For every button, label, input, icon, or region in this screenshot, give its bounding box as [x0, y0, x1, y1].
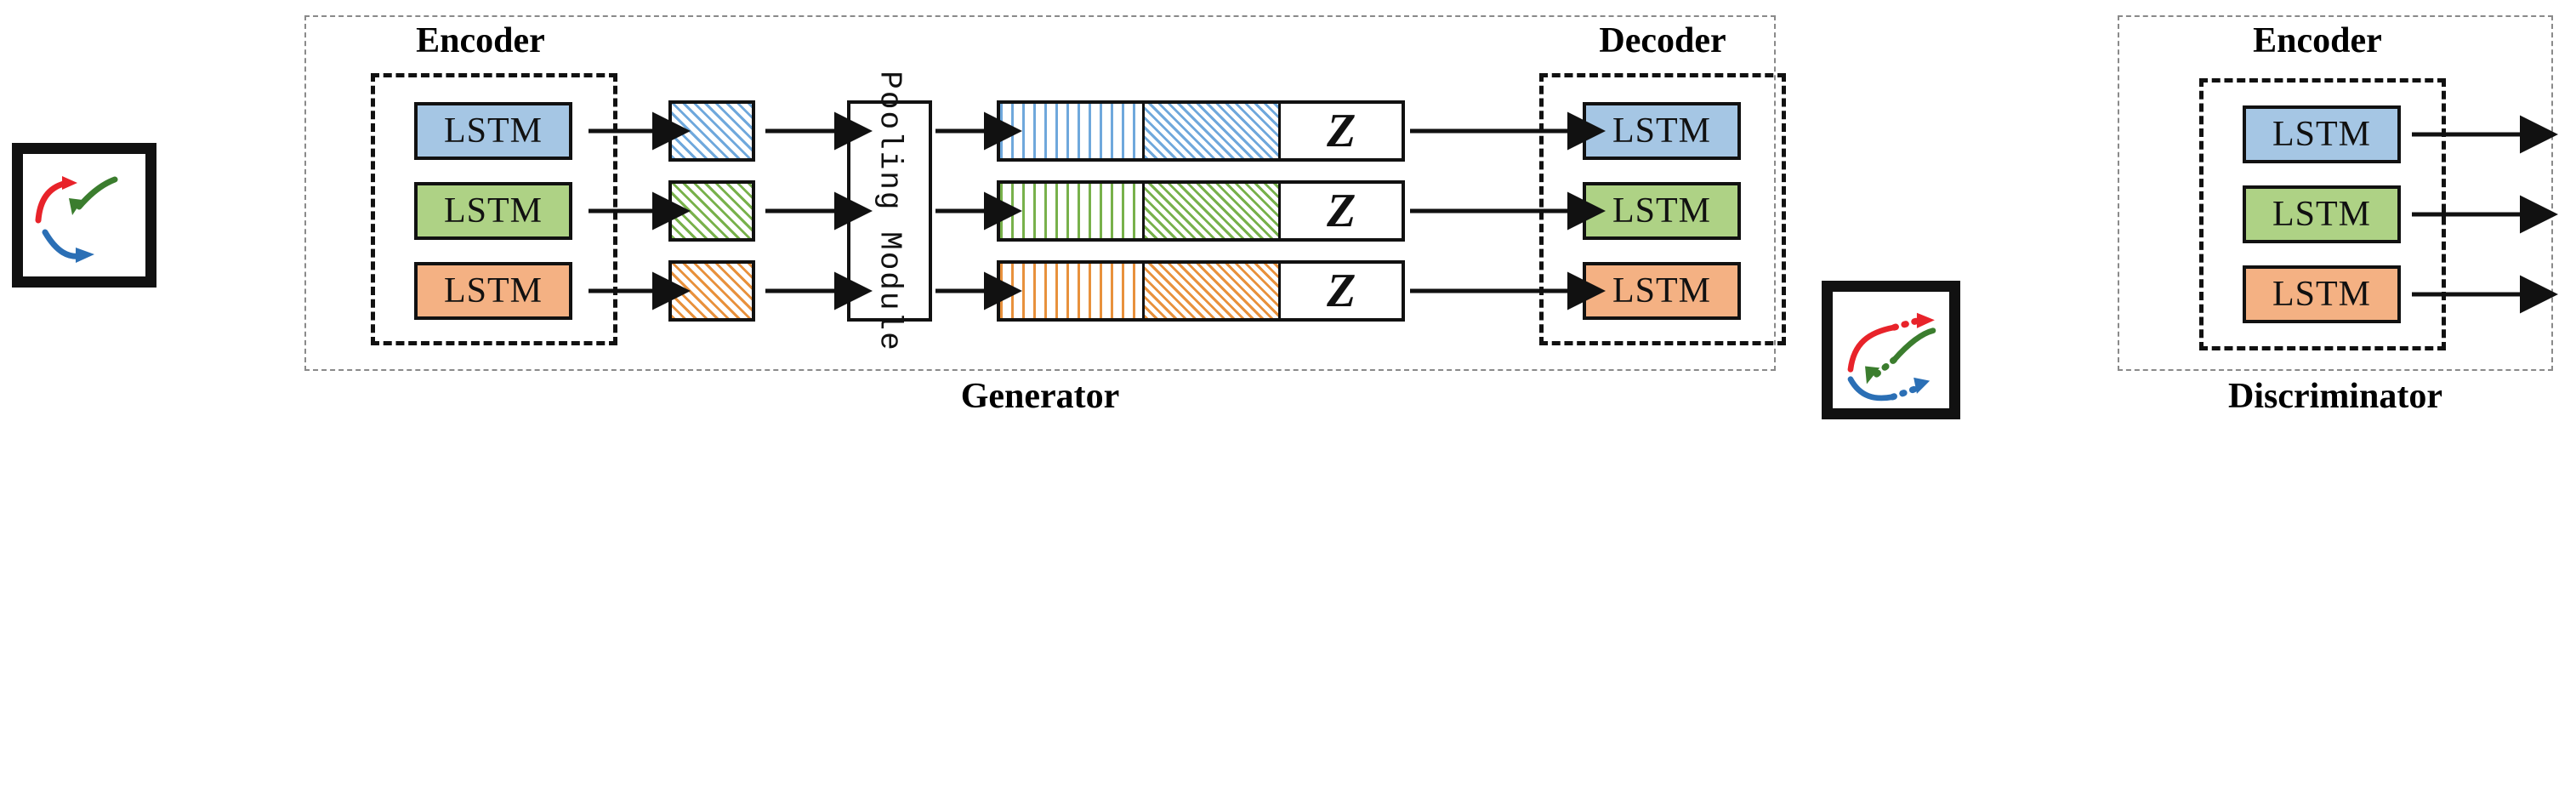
discriminator-encoder-label: Encoder — [2253, 21, 2382, 60]
lstm-label: LSTM — [2272, 275, 2371, 314]
latent-vlines-segment-blue — [1000, 104, 1145, 158]
green-predicted-arrowhead — [1865, 366, 1880, 384]
generator-panel — [304, 15, 1776, 371]
generator-decoder-lstm-green[interactable]: LSTM — [1583, 182, 1741, 240]
red-observed-path — [1847, 324, 1897, 373]
discriminator-lstm-green[interactable]: LSTM — [2243, 185, 2401, 243]
lstm-label: LSTM — [2272, 115, 2371, 154]
generator-decoder-lstm-orange[interactable]: LSTM — [1583, 262, 1741, 320]
generator-encoder-label: Encoder — [416, 21, 545, 60]
blue-predicted-path — [1889, 385, 1919, 401]
generator-decoder-lstm-blue[interactable]: LSTM — [1583, 102, 1741, 160]
pooling-module[interactable]: Pooling Module — [847, 71, 932, 351]
blue-track-arrowhead — [76, 248, 94, 263]
green-observed-path — [1891, 327, 1936, 363]
discriminator-lstm-orange[interactable]: LSTM — [2243, 265, 2401, 323]
latent-z-label: Z — [1327, 185, 1356, 237]
generator-embedding-green — [668, 180, 755, 242]
lstm-label: LSTM — [1612, 191, 1711, 231]
latent-z-cell-orange: Z — [1281, 264, 1402, 318]
latent-vlines-segment-orange — [1000, 264, 1145, 318]
pooling-module-label: Pooling Module — [872, 70, 907, 352]
blue-track-path — [42, 229, 84, 259]
generator-latent-bar-blue: Z — [997, 100, 1405, 162]
generator-encoder-lstm-orange[interactable]: LSTM — [414, 262, 572, 320]
discriminator-panel — [2118, 15, 2553, 371]
blue-predicted-arrowhead — [1914, 377, 1931, 394]
generator-encoder-lstm-green[interactable]: LSTM — [414, 182, 572, 240]
green-track-arrowhead — [69, 198, 82, 215]
generator-decoder-label: Decoder — [1599, 21, 1726, 60]
green-track-path — [76, 176, 118, 210]
lstm-label: LSTM — [443, 271, 543, 310]
generator-embedding-orange — [668, 260, 755, 322]
generator-latent-bar-green: Z — [997, 180, 1405, 242]
red-predicted-path — [1891, 317, 1920, 331]
observed-trajectory-frame — [12, 143, 156, 288]
predicted-trajectory-frame — [1822, 281, 1960, 419]
latent-diagonal-segment-orange — [1144, 264, 1282, 318]
lstm-label: LSTM — [1612, 111, 1711, 151]
generator-embedding-blue — [668, 100, 755, 162]
latent-diagonal-segment-blue — [1144, 104, 1282, 158]
latent-z-label: Z — [1327, 105, 1356, 157]
latent-diagonal-segment-green — [1144, 184, 1282, 238]
lstm-label: LSTM — [443, 111, 543, 151]
discriminator-panel-label: Discriminator — [2228, 377, 2442, 416]
red-predicted-arrowhead — [1916, 312, 1935, 328]
generator-latent-bar-orange: Z — [997, 260, 1405, 322]
latent-z-cell-green: Z — [1281, 184, 1402, 238]
predicted-trajectory-svg — [1847, 312, 1936, 402]
blue-observed-path — [1847, 376, 1896, 402]
green-predicted-path — [1873, 356, 1898, 378]
red-track-arrowhead — [62, 176, 77, 190]
lstm-label: LSTM — [1612, 271, 1711, 310]
observed-trajectory-svg — [35, 176, 118, 263]
latent-z-label: Z — [1327, 265, 1356, 317]
latent-vlines-segment-green — [1000, 184, 1145, 238]
lstm-label: LSTM — [2272, 195, 2371, 234]
generator-panel-label: Generator — [960, 377, 1120, 416]
latent-z-cell-blue: Z — [1281, 104, 1402, 158]
lstm-label: LSTM — [443, 191, 543, 231]
discriminator-lstm-blue[interactable]: LSTM — [2243, 105, 2401, 163]
generator-encoder-lstm-blue[interactable]: LSTM — [414, 102, 572, 160]
